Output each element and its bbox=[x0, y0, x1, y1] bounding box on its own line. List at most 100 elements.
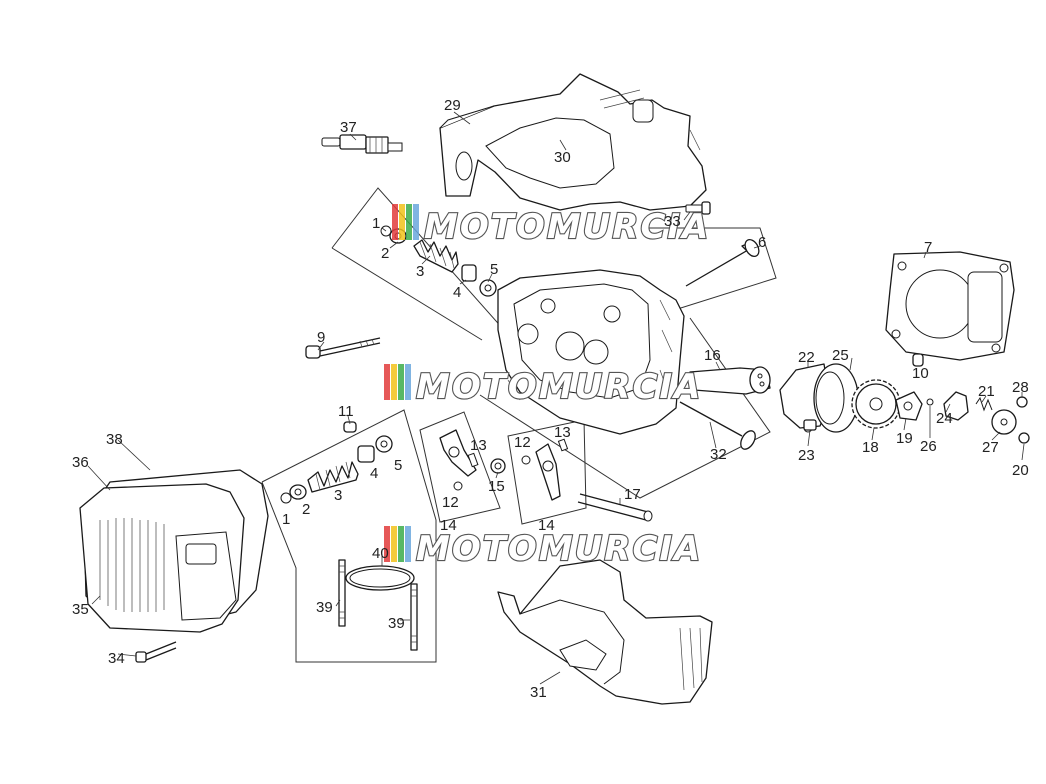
callout-19: 19 bbox=[896, 430, 913, 447]
callout-40: 40 bbox=[372, 545, 389, 562]
group-outline-rocker-right bbox=[507, 419, 587, 525]
decompressor-weight bbox=[895, 391, 923, 421]
callout-5: 5 bbox=[490, 261, 498, 278]
callout-36: 36 bbox=[72, 454, 89, 471]
decompressor-spring bbox=[975, 396, 993, 412]
valve-spring-lower bbox=[307, 461, 359, 493]
rocker-shaft bbox=[577, 493, 653, 522]
callout-22: 22 bbox=[798, 349, 815, 366]
cylinder-head bbox=[497, 269, 685, 435]
leader-lines bbox=[87, 111, 1025, 685]
rocker-arm-right bbox=[535, 443, 561, 501]
callout-33: 33 bbox=[664, 213, 681, 230]
camshaft bbox=[689, 366, 771, 395]
watermark-stripes bbox=[392, 204, 419, 240]
tensioner-bolt bbox=[803, 419, 817, 431]
callout-4-lower: 4 bbox=[370, 465, 378, 482]
callout-39-left: 39 bbox=[316, 599, 333, 616]
callout-35: 35 bbox=[72, 601, 89, 618]
callout-2: 2 bbox=[381, 245, 389, 262]
callout-38: 38 bbox=[106, 431, 123, 448]
callout-11: 11 bbox=[338, 403, 354, 420]
stud-right bbox=[410, 583, 418, 651]
cam-sprocket bbox=[851, 379, 901, 429]
callout-29: 29 bbox=[444, 97, 461, 114]
decompressor-cam bbox=[943, 391, 969, 421]
callout-13-left: 13 bbox=[470, 437, 487, 454]
callout-24: 24 bbox=[936, 410, 953, 427]
callout-3-lower: 3 bbox=[334, 487, 342, 504]
callout-28: 28 bbox=[1012, 379, 1029, 396]
callout-labels: 1 2 3 4 5 6 7 9 10 11 1 2 3 4 5 12 12 13… bbox=[72, 97, 1029, 701]
callout-15: 15 bbox=[488, 478, 505, 495]
rocker-washer bbox=[490, 458, 506, 474]
watermark-stripes bbox=[384, 364, 411, 400]
watermark-middle: MOTOMURCIA bbox=[384, 364, 702, 408]
callout-2-lower: 2 bbox=[302, 501, 310, 518]
group-outline-rocker-left bbox=[419, 411, 501, 523]
rocker-screw-left bbox=[467, 452, 479, 468]
rocker-nut-right bbox=[521, 455, 531, 465]
head-gasket bbox=[885, 251, 1015, 361]
callout-9: 9 bbox=[317, 329, 325, 346]
valve-seal-lower bbox=[357, 445, 375, 463]
callout-1: 1 bbox=[372, 215, 380, 232]
cylinder-head-cover-upper bbox=[439, 73, 707, 211]
callout-12-right: 12 bbox=[514, 434, 531, 451]
callout-6: 6 bbox=[758, 234, 766, 251]
callout-37-spark: 37 bbox=[340, 119, 357, 136]
callout-31: 31 bbox=[530, 684, 547, 701]
cylinder-head-cover-lower bbox=[497, 559, 713, 705]
callout-13-right: 13 bbox=[554, 424, 571, 441]
head-bolt-long bbox=[305, 337, 381, 359]
cover-bolt-small bbox=[685, 201, 711, 215]
spark-plug bbox=[321, 134, 403, 154]
valve-washer-upper bbox=[479, 279, 497, 297]
callout-25: 25 bbox=[832, 347, 849, 364]
decompressor-plate bbox=[991, 409, 1017, 435]
callout-20: 20 bbox=[1012, 462, 1029, 479]
watermark-stripes bbox=[384, 526, 411, 562]
oil-plug-small bbox=[343, 421, 357, 433]
group-outline-lower-valves bbox=[261, 409, 437, 663]
watermark-text: MOTOMURCIA bbox=[416, 529, 702, 569]
callout-1-lower: 1 bbox=[282, 511, 290, 528]
rocker-screw-right bbox=[557, 438, 569, 452]
callout-16: 16 bbox=[704, 347, 721, 364]
callout-23: 23 bbox=[798, 447, 815, 464]
callout-32: 32 bbox=[710, 446, 727, 463]
group-outline-upper-valves bbox=[331, 187, 521, 349]
callout-14-right: 14 bbox=[538, 517, 555, 534]
screw-lower bbox=[1018, 432, 1030, 444]
valve-keeper-lower bbox=[280, 492, 292, 504]
valve-seal-upper bbox=[461, 264, 477, 282]
callout-26: 26 bbox=[920, 438, 937, 455]
callout-7: 7 bbox=[924, 239, 932, 256]
intake-valve bbox=[685, 238, 760, 287]
watermark-bottom: MOTOMURCIA bbox=[384, 526, 702, 570]
valve-washer-lower bbox=[375, 435, 393, 453]
watermark-text: MOTOMURCIA bbox=[424, 207, 710, 247]
cam-cover-disc bbox=[813, 363, 859, 433]
callout-14-left: 14 bbox=[440, 517, 457, 534]
valve-cover-bolt bbox=[135, 641, 177, 663]
callout-27: 27 bbox=[982, 439, 999, 456]
callout-10: 10 bbox=[912, 365, 929, 382]
callout-4: 4 bbox=[453, 284, 461, 301]
callout-39-right: 39 bbox=[388, 615, 405, 632]
watermark-text: MOTOMURCIA bbox=[416, 367, 702, 407]
screw-upper bbox=[1016, 396, 1028, 408]
callout-37-group: 37 38 bbox=[106, 119, 357, 448]
watermark-top: MOTOMURCIA bbox=[392, 204, 710, 248]
rocker-nut-left bbox=[453, 481, 463, 491]
callout-18: 18 bbox=[862, 439, 879, 456]
callout-34: 34 bbox=[108, 650, 125, 667]
valve-cover bbox=[79, 483, 245, 633]
callout-5-lower: 5 bbox=[394, 457, 402, 474]
stud-left bbox=[338, 559, 346, 627]
dowel-pin bbox=[912, 353, 924, 367]
decompressor-pin bbox=[926, 398, 934, 406]
callout-30: 30 bbox=[554, 149, 571, 166]
callout-3: 3 bbox=[416, 263, 424, 280]
